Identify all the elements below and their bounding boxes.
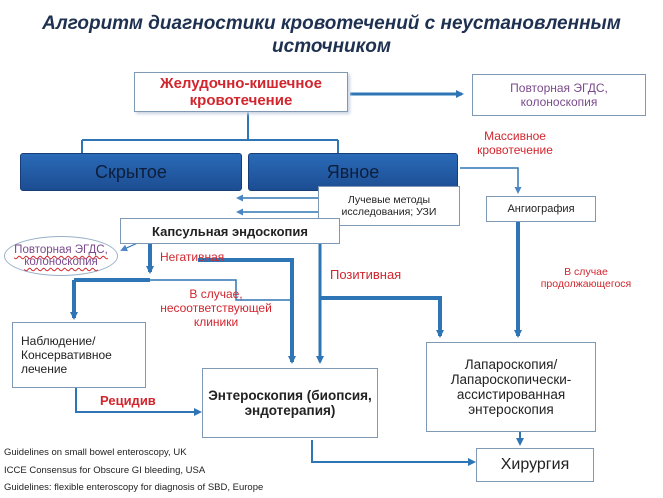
repeat-egds-right-box: Повторная ЭГДС, колоноскопия xyxy=(472,74,646,116)
surgery-label: Хирургия xyxy=(500,456,570,473)
observation-box: Наблюдение/ Консервативное лечение xyxy=(12,322,146,388)
radiology-label: Лучевые методы исследования; УЗИ xyxy=(341,194,437,218)
observation-label: Наблюдение/ Консервативное лечение xyxy=(21,334,112,376)
relapse-label: Рецидив xyxy=(100,393,156,408)
angiography-box: Ангиография xyxy=(486,196,596,222)
repeat-egds-right-label: Повторная ЭГДС, колоноскопия xyxy=(510,81,608,109)
enteroscopy-box: Энтероскопия (биопсия, эндотерапия) xyxy=(202,368,378,438)
clinic-mismatch-label: В случае, несоответствующей клиники xyxy=(160,287,272,329)
laparoscopy-label: Лапароскопия/ Лапароскопически-ассистиро… xyxy=(450,357,572,417)
overt-box: Явное xyxy=(248,153,458,191)
negative-label: Негативная xyxy=(160,250,225,264)
capsule-endoscopy-label: Капсульная эндоскопия xyxy=(152,223,308,239)
title-line-2: источником xyxy=(272,36,391,58)
arrow-enteroscopy-to-surgery xyxy=(311,440,476,466)
repeat-egds-left-label: Повторная ЭГДС, колоноскопия xyxy=(14,244,108,268)
hidden-label: Скрытое xyxy=(95,161,167,182)
footnote-3: Guidelines: flexible enteroscopy for dia… xyxy=(4,482,264,493)
angiography-label: Ангиография xyxy=(507,203,575,215)
footnote-2: ICCE Consensus for Obscure GI bleeding, … xyxy=(4,465,206,476)
continuing-label: В случае продолжающегося xyxy=(540,266,632,291)
surgery-box: Хирургия xyxy=(476,448,594,482)
enteroscopy-label: Энтероскопия (биопсия, эндотерапия) xyxy=(208,388,372,418)
arrow-relapse xyxy=(75,388,202,416)
footnote-1: Guidelines on small bowel enteroscopy, U… xyxy=(4,447,187,458)
laparoscopy-box: Лапароскопия/ Лапароскопически-ассистиро… xyxy=(426,342,596,432)
hidden-box: Скрытое xyxy=(20,153,242,191)
arrow-positive-to-laparoscopy xyxy=(320,296,444,338)
repeat-egds-left-box: Повторная ЭГДС, колоноскопия xyxy=(4,236,118,276)
gi-bleeding-label: Желудочно-кишечное кровотечение xyxy=(160,75,322,109)
gi-bleeding-box: Желудочно-кишечное кровотечение xyxy=(134,72,348,112)
overt-label: Явное xyxy=(326,161,380,182)
arrow-negative-to-enteroscopy xyxy=(198,258,296,364)
radiology-box: Лучевые методы исследования; УЗИ xyxy=(318,186,460,226)
massive-bleeding-label: Массивное кровотечение xyxy=(477,129,553,157)
page-title: Алгоритм диагностики кровотечений с неус… xyxy=(0,12,663,58)
title-line-1: Алгоритм диагностики кровотечений с неус… xyxy=(42,13,621,34)
positive-label: Позитивная xyxy=(330,267,402,282)
arrow-overt-to-angiography xyxy=(460,167,522,194)
capsule-endoscopy-box: Капсульная эндоскопия xyxy=(120,218,340,244)
